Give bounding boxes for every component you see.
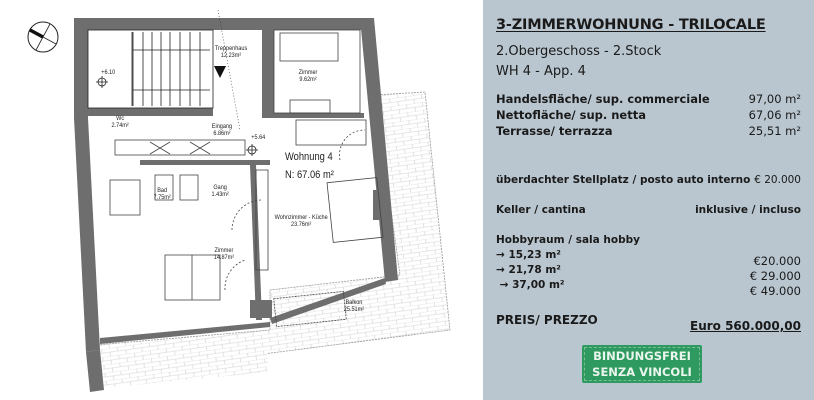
area-row-net: Nettofläche/ sup. netta 67,06 m²	[496, 108, 801, 122]
parking-row: überdachter Stellplatz / posto auto inte…	[496, 174, 801, 186]
area-row-terrace: Terrasse/ terrazza 25,51 m²	[496, 124, 801, 138]
floor-plan-drawing	[27, 9, 451, 392]
area-row-commercial: Handelsfläche/ sup. commerciale 97,00 m²	[496, 92, 801, 106]
floor-info: 2.Obergeschoss - 2.Stock	[496, 44, 662, 59]
listing-panel: 3-ZIMMERWOHNUNG - TRILOCALE 2.Obergescho…	[483, 0, 814, 400]
apartment-name: Wohnung 4	[285, 151, 333, 163]
room-label-bathroom: Bad 7.75m²	[153, 187, 171, 201]
room-label-hallway: Gang 1.43m²	[211, 184, 229, 198]
room-label-stairwell: Treppenhaus 12.23m²	[214, 45, 248, 59]
level-mark-label: +5.64	[251, 134, 266, 141]
room-label-wc: Wc 2.74m²	[111, 115, 129, 129]
room-label-bedroom-small: Zimmer 9.62m²	[298, 69, 318, 83]
cellar-row: Keller / cantina inklusive / incluso	[496, 204, 801, 216]
entrance-arrow-icon	[214, 66, 226, 78]
level-mark-label: +6.10	[101, 69, 116, 76]
room-label-balcony: Balkon 25.51m²	[343, 299, 365, 313]
hobby-option-row: → 15,23 m² €20.000	[496, 249, 801, 268]
no-commitment-stamp: BINDUNGSFREI SENZA VINCOLI	[582, 345, 702, 383]
compass-icon	[27, 21, 59, 53]
price-row: PREIS/ PREZZO Euro 560.000,00	[496, 313, 801, 333]
room-label-entrance: Eingang 6.86m²	[211, 123, 233, 137]
room-label-bedroom-large: Zimmer 14.87m²	[213, 247, 235, 261]
room-label-living-kitchen: Wohnzimmer - Küche 23.76m²	[274, 214, 328, 228]
floor-plan: +6.10 +5.64 Treppenhaus 12.23m² Zimmer 9…	[27, 9, 451, 392]
hobby-room-heading: Hobbyraum / sala hobby	[496, 234, 640, 246]
apartment-net-area: N: 67.06 m²	[285, 169, 334, 181]
hobby-option-row: → 37,00 m² € 49.000	[496, 279, 801, 298]
hobby-option-row: → 21,78 m² € 29.000	[496, 264, 801, 283]
unit-info: WH 4 - App. 4	[496, 64, 586, 79]
listing-title: 3-ZIMMERWOHNUNG - TRILOCALE	[496, 17, 766, 33]
